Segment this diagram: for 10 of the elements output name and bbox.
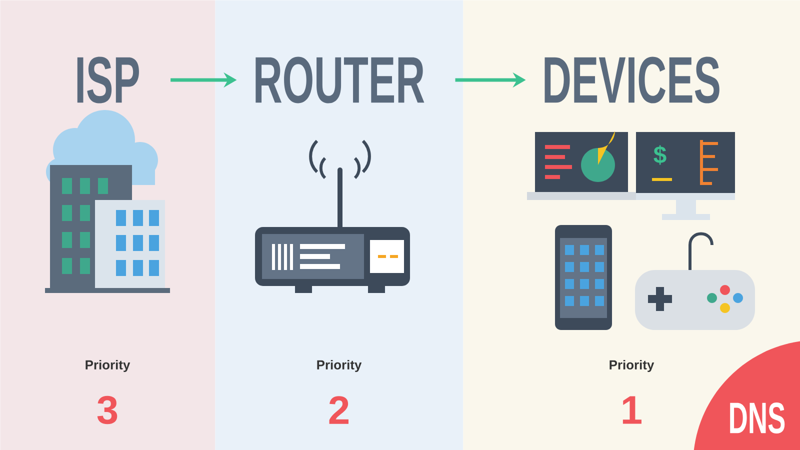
- priority-label: Priority: [86, 360, 130, 372]
- priority-label: Priority: [317, 360, 362, 372]
- priority-number: 3: [97, 396, 118, 424]
- priority-number: 2: [329, 396, 348, 424]
- heading: ISP: [77, 56, 139, 104]
- priority-label: Priority: [610, 360, 654, 372]
- priority-number: 1: [622, 396, 642, 424]
- heading: ROUTER: [256, 56, 424, 104]
- heading: DEVICES: [544, 56, 720, 104]
- devices-drawing: $: [527, 131, 755, 330]
